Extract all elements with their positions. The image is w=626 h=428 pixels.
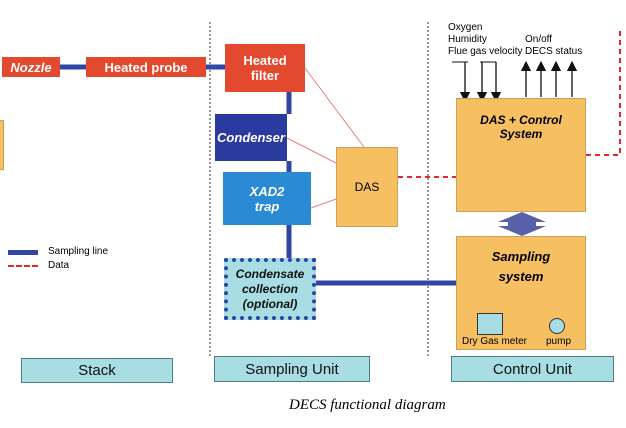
das-label: DAS xyxy=(354,180,380,194)
heated-probe-block: Heated probe xyxy=(86,57,206,77)
control-unit-section-label: Control Unit xyxy=(451,356,614,382)
das-control-system-label: DAS + Control System xyxy=(480,113,562,141)
output-on-off: On/off xyxy=(525,34,553,45)
condensate-collection-block: Condensate collection (optional) xyxy=(224,258,316,320)
offscreen-block xyxy=(0,120,4,170)
input-flue-gas-velocity: Flue gas velocity xyxy=(448,46,523,57)
condenser-label: Condenser xyxy=(217,130,285,145)
legend-sampling-line-swatch xyxy=(8,250,38,255)
legend-sampling-line-label: Sampling line xyxy=(48,246,109,257)
data-control-offpage xyxy=(586,30,621,156)
condensate-collection-label: Condensate collection (optional) xyxy=(235,266,305,311)
stack-section-label: Stack xyxy=(21,358,173,383)
input-humidity: Humidity xyxy=(448,34,487,45)
output-decs-status: DECS status xyxy=(525,46,583,57)
legend-data-swatch xyxy=(8,265,38,267)
link-condenser-das xyxy=(286,137,337,164)
heated-probe-label: Heated probe xyxy=(104,59,188,75)
nozzle-block: Nozzle xyxy=(2,57,60,77)
figure-caption: DECS functional diagram xyxy=(289,397,446,413)
sampling-unit-section-label: Sampling Unit xyxy=(214,356,370,382)
legend-data-label: Data xyxy=(48,260,70,271)
pump-icon xyxy=(549,318,565,334)
nozzle-label: Nozzle xyxy=(10,59,52,75)
dry-gas-meter-icon xyxy=(477,313,503,335)
double-arrow xyxy=(498,212,546,236)
condenser-block: Condenser xyxy=(215,114,287,161)
das-control-system-block: DAS + Control System xyxy=(456,98,586,212)
das-block: DAS xyxy=(336,147,398,227)
sampling-system-block: Sampling system xyxy=(456,236,586,350)
xad2-trap-label: XAD2 trap xyxy=(249,183,285,214)
input-oxygen: Oxygen xyxy=(448,22,483,33)
heated-filter-label: Heated filter xyxy=(243,53,287,83)
link-trap-das xyxy=(310,198,337,209)
pump-label: pump xyxy=(546,336,572,347)
dry-gas-meter-label: Dry Gas meter xyxy=(462,336,528,347)
link-filter-das xyxy=(304,67,365,148)
xad2-trap-block: XAD2 trap xyxy=(223,172,311,225)
sampling-system-label: Sampling system xyxy=(491,249,551,284)
heated-filter-block: Heated filter xyxy=(225,44,305,92)
